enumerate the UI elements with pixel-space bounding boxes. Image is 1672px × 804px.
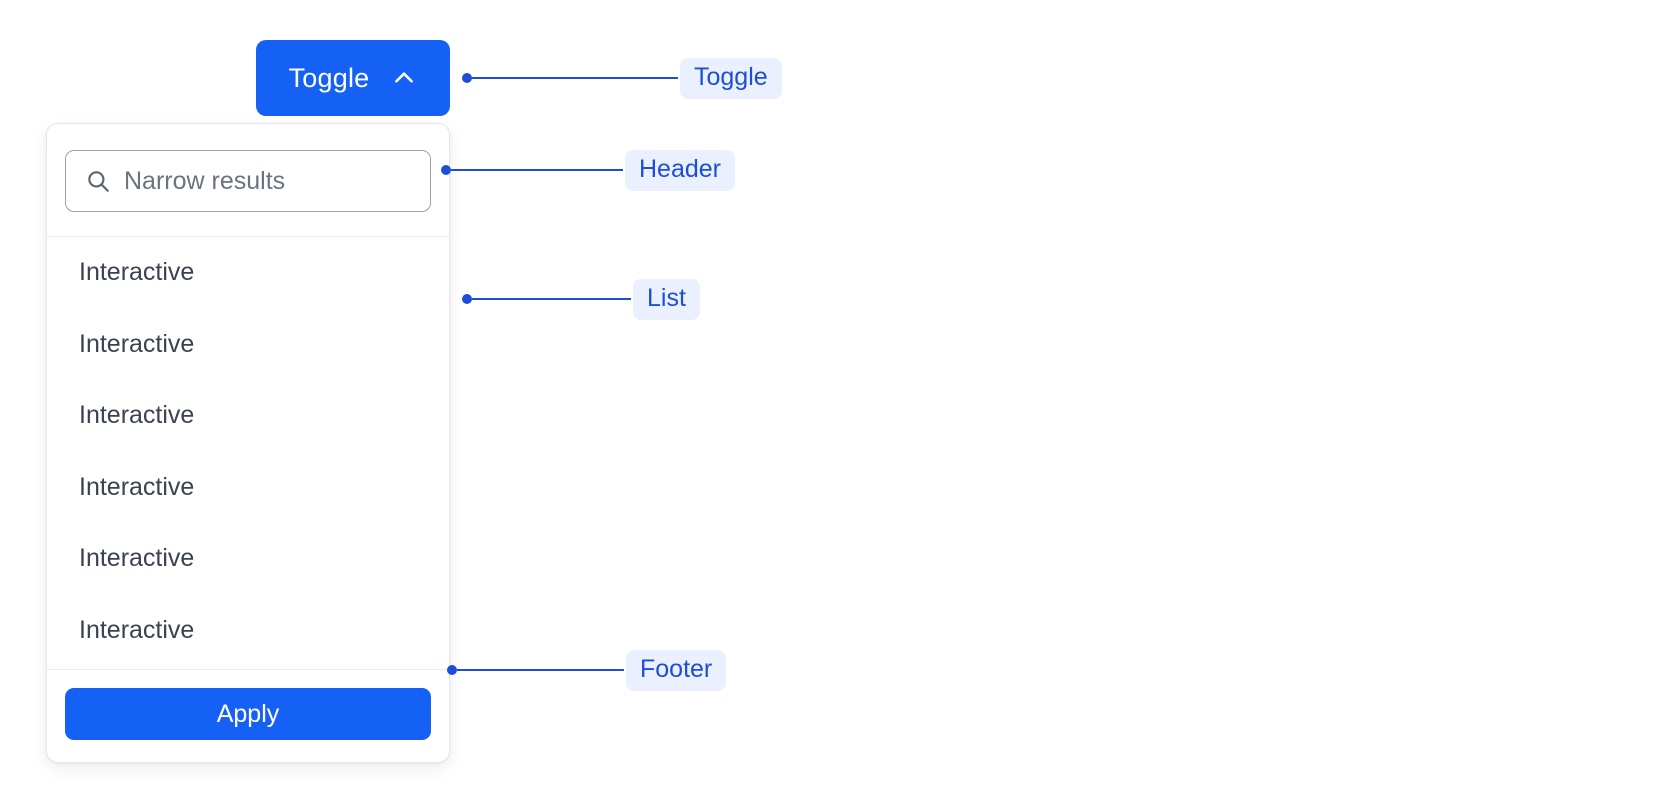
list-item[interactable]: Interactive [47,595,449,667]
dropdown-panel: Interactive Interactive Interactive Inte… [46,123,450,763]
annotation-dot-icon [441,165,451,175]
annotation-dot-icon [462,73,472,83]
annotation-dot-icon [447,665,457,675]
list-item-label: Interactive [79,544,195,573]
list-item-label: Interactive [79,401,195,430]
search-icon [85,168,111,194]
annotation-dot-icon [462,294,472,304]
panel-footer: Apply [47,669,449,762]
list-item[interactable]: Interactive [47,523,449,595]
panel-list: Interactive Interactive Interactive Inte… [47,237,449,669]
annotation-label: List [633,278,700,320]
annotation-line [472,77,678,79]
annotation-line [457,669,624,671]
list-item[interactable]: Interactive [47,309,449,381]
list-item-label: Interactive [79,615,195,644]
apply-button[interactable]: Apply [65,688,431,740]
annotation-line [472,298,631,300]
annotation-footer: Footer [447,649,727,691]
toggle-button[interactable]: Toggle [256,40,450,116]
toggle-button-label: Toggle [288,62,370,93]
annotation-label: Footer [626,649,727,691]
list-item-label: Interactive [79,329,195,358]
list-item-label: Interactive [79,258,195,287]
list-item[interactable]: Interactive [47,380,449,452]
annotation-label: Toggle [680,57,782,99]
list-item[interactable]: Interactive [47,452,449,524]
chevron-up-icon [391,65,417,91]
annotation-line [451,169,623,171]
search-field[interactable] [65,150,431,212]
annotation-toggle: Toggle [462,57,782,99]
annotation-list: List [462,278,700,320]
search-input[interactable] [124,151,430,211]
list-item-label: Interactive [79,472,195,501]
panel-header [47,124,449,237]
annotation-label: Header [625,149,735,191]
annotation-header: Header [441,149,735,191]
list-item[interactable]: Interactive [47,237,449,309]
